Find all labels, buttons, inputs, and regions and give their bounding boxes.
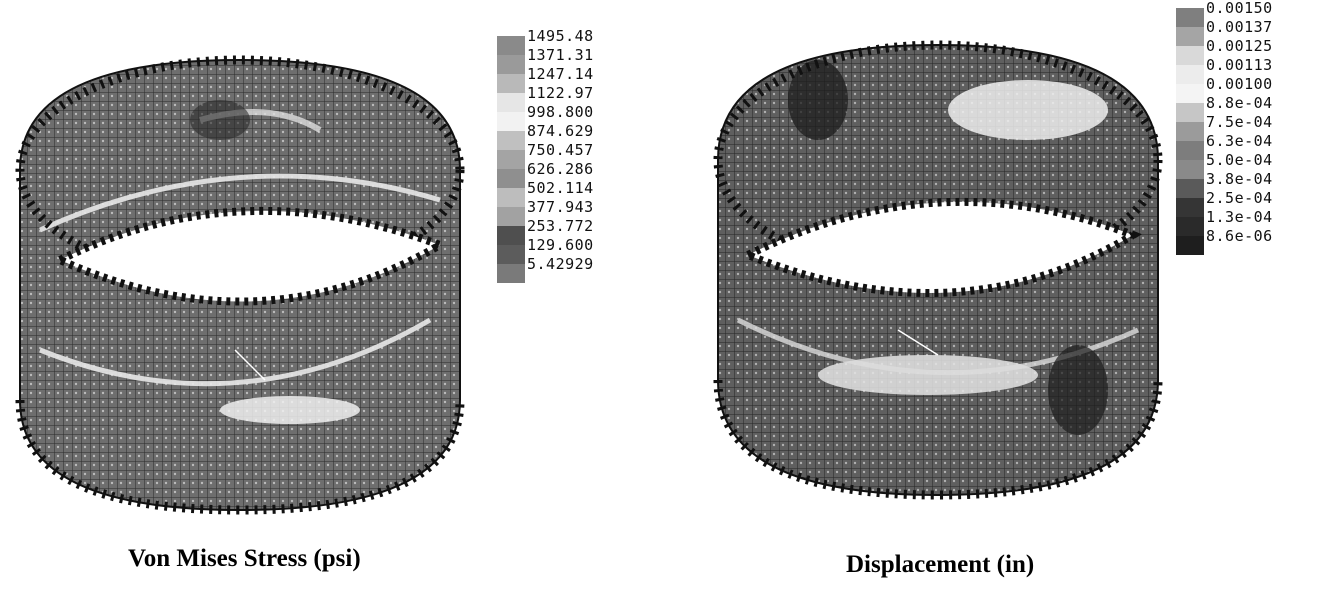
legend-label: 6.3e-04 — [1206, 132, 1273, 150]
colorbar-segment — [1176, 198, 1204, 217]
colorbar-segment — [497, 226, 525, 245]
legend-label: 1122.97 — [527, 84, 594, 102]
colorbar-segment — [497, 150, 525, 169]
legend-label: 0.00125 — [1206, 37, 1273, 55]
colorbar-segment — [497, 93, 525, 112]
colorbar-segment — [497, 169, 525, 188]
legend-label: 253.772 — [527, 217, 594, 235]
colorbar-segment — [1176, 160, 1204, 179]
colorbar-segment — [1176, 46, 1204, 65]
legend-label: 5.0e-04 — [1206, 151, 1273, 169]
legend-label: 0.00137 — [1206, 18, 1273, 36]
legend-label: 502.114 — [527, 179, 594, 197]
stress-ring-plot — [0, 20, 480, 530]
colorbar-segment — [497, 188, 525, 207]
legend-label: 750.457 — [527, 141, 594, 159]
displacement-ring-svg — [713, 40, 1163, 500]
colorbar-segment — [1176, 84, 1204, 103]
legend-label: 8.8e-04 — [1206, 94, 1273, 112]
legend-label: 998.800 — [527, 103, 594, 121]
colorbar-segment — [1176, 27, 1204, 46]
displacement-caption: Displacement (in) — [846, 551, 1035, 578]
legend-label: 3.8e-04 — [1206, 170, 1273, 188]
legend-label: 874.629 — [527, 122, 594, 140]
colorbar-segment — [497, 74, 525, 93]
legend-label: 8.6e-06 — [1206, 227, 1273, 245]
colorbar-segment — [1176, 236, 1204, 255]
legend-label: 626.286 — [527, 160, 594, 178]
legend-label: 129.600 — [527, 236, 594, 254]
legend-label: 0.00113 — [1206, 56, 1273, 74]
colorbar-segment — [497, 264, 525, 283]
legend-label: 377.943 — [527, 198, 594, 216]
ring-opening — [738, 197, 1143, 297]
colorbar-segment — [497, 112, 525, 131]
displacement-ring-plot — [698, 0, 1178, 520]
legend-label: 1247.14 — [527, 65, 594, 83]
legend-label: 1.3e-04 — [1206, 208, 1273, 226]
colorbar-segment — [497, 207, 525, 226]
displacement-colorbar — [1176, 8, 1204, 255]
legend-label: 0.00150 — [1206, 0, 1273, 17]
ring-opening — [50, 206, 450, 306]
colorbar-segment — [1176, 103, 1204, 122]
legend-label: 5.42929 — [527, 255, 594, 273]
legend-label: 1371.31 — [527, 46, 594, 64]
colorbar-segment — [497, 245, 525, 264]
colorbar-segment — [1176, 122, 1204, 141]
colorbar-segment — [1176, 179, 1204, 198]
colorbar-segment — [497, 55, 525, 74]
stress-colorbar — [497, 36, 525, 283]
colorbar-segment — [497, 36, 525, 55]
legend-label: 0.00100 — [1206, 75, 1273, 93]
colorbar-segment — [1176, 141, 1204, 160]
colorbar-segment — [1176, 217, 1204, 236]
colorbar-segment — [1176, 8, 1204, 27]
legend-label: 7.5e-04 — [1206, 113, 1273, 131]
colorbar-segment — [1176, 65, 1204, 84]
stress-caption: Von Mises Stress (psi) — [128, 545, 361, 572]
legend-label: 2.5e-04 — [1206, 189, 1273, 207]
legend-label: 1495.48 — [527, 27, 594, 45]
stress-ring-svg — [15, 55, 465, 515]
colorbar-segment — [497, 131, 525, 150]
